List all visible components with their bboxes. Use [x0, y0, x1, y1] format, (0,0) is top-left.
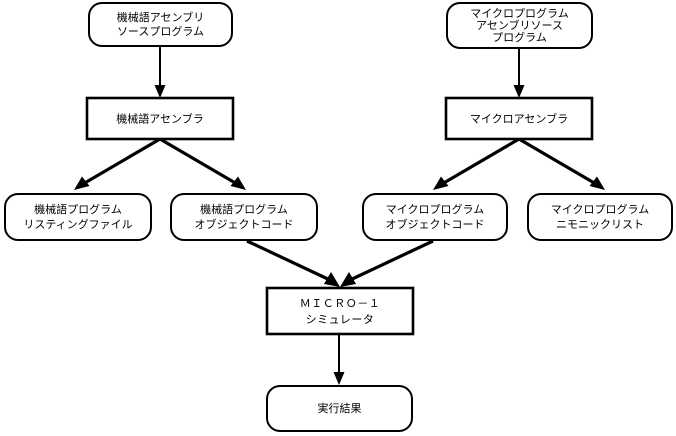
node-result-shape[interactable] [266, 385, 413, 432]
node-micro-source-line-3: プログラム [492, 30, 547, 44]
node-micro-object-line-1: マイクロプログラム [386, 202, 484, 216]
edge-machine-object-to-simulator [246, 239, 340, 287]
node-simulator-line-2: シミュレータ [306, 313, 375, 326]
node-simulator-shape[interactable] [265, 286, 415, 336]
node-micro-assembler[interactable]: マイクロアセンブラ [444, 96, 594, 141]
node-micro-assembler-shape[interactable] [444, 96, 594, 141]
node-machine-source-line-1: 機械語アセンブリ [117, 10, 204, 24]
node-machine-listing[interactable]: 機械語プログラム リスティングファイル [4, 193, 152, 241]
node-micro-object[interactable]: マイクロプログラム オブジェクトコード [362, 193, 508, 241]
node-simulator-line-1: ＭＩＣＲＯ－１ [300, 297, 381, 310]
edge-micro-source-to-assembler [513, 48, 525, 98]
node-machine-object-line-2: オブジェクトコード [195, 217, 294, 231]
node-micro-source-line-1: マイクロプログラム [470, 6, 568, 20]
node-machine-source-line-2: ソースプログラム [117, 24, 204, 38]
edge-micro-assembler-to-mnemonic [518, 137, 605, 190]
node-machine-assembler-label: 機械語アセンブラ [116, 112, 203, 126]
edge-simulator-to-result [333, 334, 345, 385]
node-machine-object-line-1: 機械語プログラム [200, 202, 288, 216]
edge-micro-assembler-to-object [433, 137, 520, 190]
node-simulator[interactable]: ＭＩＣＲＯ－１ シミュレータ [265, 286, 415, 336]
node-micro-mnemonic-line-1: マイクロプログラム [551, 202, 649, 216]
edge-micro-object-to-simulator [340, 239, 434, 287]
node-machine-source[interactable]: 機械語アセンブリ ソースプログラム [88, 2, 233, 47]
node-machine-listing-line-1: 機械語プログラム [34, 202, 122, 216]
node-micro-mnemonic[interactable]: マイクロプログラム ニモニックリスト [527, 193, 673, 241]
node-result[interactable]: 実行結果 [266, 385, 413, 432]
node-machine-object[interactable]: 機械語プログラム オブジェクトコード [170, 193, 318, 241]
node-machine-object-shape[interactable] [170, 193, 318, 241]
edge-machine-assembler-to-listing [74, 137, 161, 190]
node-micro-mnemonic-shape[interactable] [527, 193, 673, 241]
edge-machine-source-to-assembler [154, 46, 166, 98]
node-micro-object-shape[interactable] [362, 193, 508, 241]
edge-machine-assembler-to-object [159, 137, 246, 190]
node-micro-assembler-label: マイクロアセンブラ [470, 112, 568, 126]
node-machine-assembler[interactable]: 機械語アセンブラ [85, 96, 235, 141]
node-result-label: 実行結果 [318, 401, 362, 415]
node-micro-object-line-2: オブジェクトコード [386, 217, 485, 231]
node-machine-assembler-shape[interactable] [85, 96, 235, 141]
node-machine-listing-shape[interactable] [4, 193, 152, 241]
node-machine-source-shape[interactable] [88, 2, 233, 47]
node-micro-mnemonic-line-2: ニモニックリスト [556, 218, 644, 231]
node-micro-source-shape[interactable] [446, 2, 593, 49]
node-micro-source-line-2: アセンブリソース [476, 18, 563, 32]
node-micro-source[interactable]: マイクロプログラム アセンブリソース プログラム [446, 2, 593, 49]
node-machine-listing-line-2: リスティングファイル [23, 217, 132, 231]
